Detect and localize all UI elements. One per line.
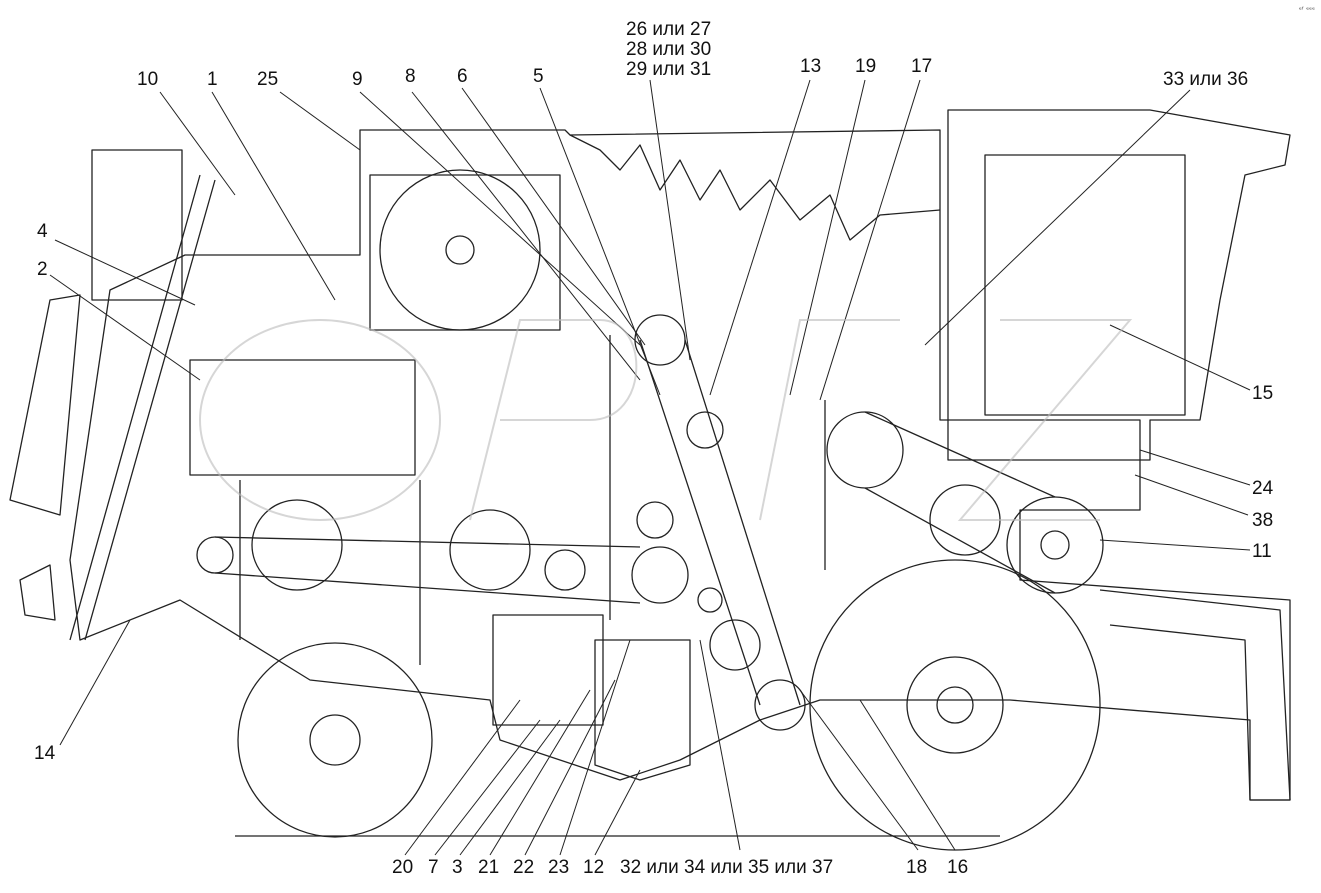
callout-3: 3 xyxy=(452,857,463,878)
leader-10 xyxy=(159,91,236,196)
leader-1 xyxy=(211,91,336,301)
callout-17: 17 xyxy=(911,56,933,77)
belt-3 xyxy=(864,411,1056,594)
cab-outline xyxy=(947,109,1291,461)
callout-18: 18 xyxy=(906,857,928,878)
leader-15 xyxy=(1109,324,1251,391)
leader-9 xyxy=(359,91,641,346)
callout-9: 9 xyxy=(352,69,363,90)
pulley-m-hub xyxy=(1040,530,1070,560)
callout-7: 7 xyxy=(428,857,439,878)
left-foot xyxy=(19,564,56,621)
callout-38: 38 xyxy=(1252,510,1274,531)
callout-28-30: 28 или 30 xyxy=(626,39,712,60)
callout-11: 11 xyxy=(1252,541,1272,562)
leader-8 xyxy=(411,91,641,381)
callout-14: 14 xyxy=(34,743,56,764)
fan-hub xyxy=(445,235,475,265)
corner-mark: ᵉᶠ ᵉᵉᵉ xyxy=(1299,6,1315,14)
leader-6 xyxy=(461,87,646,346)
callout-33-36: 33 или 36 xyxy=(1163,69,1249,90)
pulley-d xyxy=(544,549,586,591)
callout-15: 15 xyxy=(1252,383,1274,404)
leader-3 xyxy=(459,719,561,856)
leader-38 xyxy=(1134,474,1249,516)
pulley-g xyxy=(634,314,686,366)
callout-32-34-35-37: 32 или 34 или 35 или 37 xyxy=(620,857,834,878)
front-wheel xyxy=(809,559,1101,851)
belt-1 xyxy=(214,536,641,604)
front-wheel-hub xyxy=(936,686,974,724)
callout-23: 23 xyxy=(548,857,570,878)
callout-1: 1 xyxy=(207,69,218,90)
leader-23 xyxy=(559,639,631,856)
leader-11 xyxy=(1099,539,1251,551)
callout-16: 16 xyxy=(947,857,969,878)
rail xyxy=(91,149,183,301)
pulley-m xyxy=(1006,496,1104,594)
leader-21 xyxy=(489,689,591,856)
pulley-e xyxy=(631,546,689,604)
leader-33 xyxy=(924,89,1191,346)
ladder xyxy=(69,174,216,641)
watermark xyxy=(199,319,1133,521)
callout-19: 19 xyxy=(855,56,877,77)
leader-32 xyxy=(699,639,741,851)
header-link xyxy=(1099,589,1291,801)
cab-window xyxy=(984,154,1186,416)
leader-12 xyxy=(594,769,641,856)
leader-22 xyxy=(524,679,616,856)
leader-5 xyxy=(539,87,661,396)
leader-19 xyxy=(789,79,866,396)
leader-25 xyxy=(279,91,361,151)
gearbox-lower xyxy=(594,639,691,781)
callout-26-27: 26 или 27 xyxy=(626,19,712,40)
callout-8: 8 xyxy=(405,66,416,87)
belt-2 xyxy=(639,339,801,706)
leader-7 xyxy=(434,719,541,856)
leader-24 xyxy=(1139,449,1251,486)
callout-4: 4 xyxy=(37,221,48,242)
pulley-f xyxy=(636,501,674,539)
grain-tank-top xyxy=(569,134,941,241)
leader-26 xyxy=(649,79,691,361)
callout-12: 12 xyxy=(583,857,605,878)
callout-24: 24 xyxy=(1252,478,1274,499)
callout-25: 25 xyxy=(257,69,279,90)
left-panel xyxy=(9,294,81,516)
leader-2 xyxy=(49,274,201,381)
rear-wheel xyxy=(237,642,433,838)
leader-13 xyxy=(709,79,811,396)
callout-10: 10 xyxy=(137,69,159,90)
callout-5: 5 xyxy=(533,66,544,87)
pulley-c xyxy=(449,509,531,591)
callout-20: 20 xyxy=(392,857,414,878)
leader-20 xyxy=(404,699,521,856)
callout-2: 2 xyxy=(37,259,48,280)
callout-22: 22 xyxy=(513,857,535,878)
fan-drum xyxy=(379,169,541,331)
pulley-a xyxy=(196,536,234,574)
callout-6: 6 xyxy=(457,66,468,87)
leader-4 xyxy=(54,239,196,306)
pulley-j xyxy=(754,679,806,731)
leader-17 xyxy=(819,79,921,401)
pulley-n xyxy=(697,587,723,613)
engine-block xyxy=(189,359,416,476)
pulley-i xyxy=(709,619,761,671)
gearbox xyxy=(492,614,604,726)
rear-wheel-hub xyxy=(309,714,361,766)
callout-29-31: 29 или 31 xyxy=(626,59,712,80)
front-wheel-rim xyxy=(906,656,1004,754)
leader-18 xyxy=(799,689,919,851)
leader-14 xyxy=(59,619,131,746)
pulley-b xyxy=(251,499,343,591)
body-outline xyxy=(69,129,1291,801)
callout-21: 21 xyxy=(478,857,500,878)
callout-13: 13 xyxy=(800,56,822,77)
pulley-h xyxy=(686,411,724,449)
leader-16 xyxy=(859,699,956,851)
